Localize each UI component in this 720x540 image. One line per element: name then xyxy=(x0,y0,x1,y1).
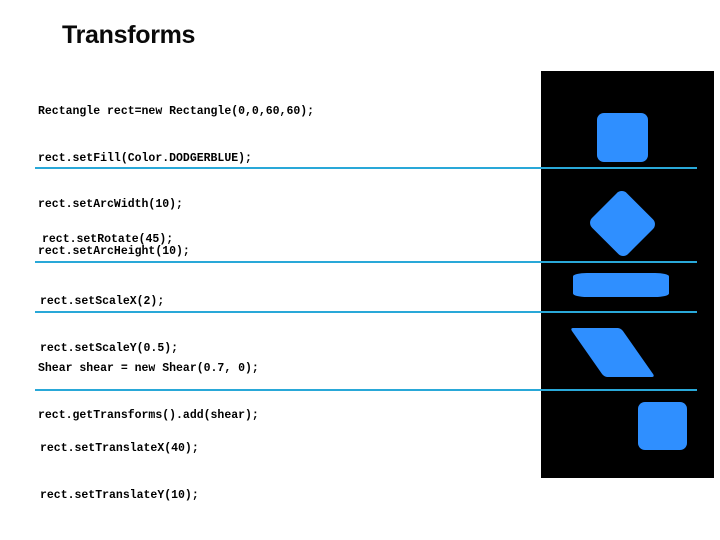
shape-scaled-rect xyxy=(573,273,669,297)
code-line: rect.setRotate(45); xyxy=(42,233,174,246)
shape-preview-panel xyxy=(541,71,714,478)
code-line: Shear shear = new Shear(0.7, 0); xyxy=(38,362,259,375)
code-block-base-rectangle: Rectangle rect=new Rectangle(0,0,60,60);… xyxy=(38,73,314,290)
code-line: rect.getTransforms().add(shear); xyxy=(38,408,259,422)
section-divider xyxy=(35,311,697,313)
shape-rounded-rect xyxy=(597,113,648,162)
code-line: rect.setArcHeight(10); xyxy=(38,244,190,258)
page-title: Transforms xyxy=(62,21,196,49)
section-divider xyxy=(35,261,697,263)
section-divider xyxy=(35,167,697,169)
code-block-shear: Shear shear = new Shear(0.7, 0); rect.ge… xyxy=(38,330,259,454)
code-line: rect.setFill(Color.DODGERBLUE); xyxy=(38,151,252,165)
code-line: rect.setScaleY(0.5); xyxy=(40,341,179,355)
code-block-rotate: rect.setRotate(45); xyxy=(42,201,173,279)
shape-rotated-rect xyxy=(587,188,658,259)
code-line: rect.setScaleX(2); xyxy=(40,295,165,308)
shape-translated-rect xyxy=(638,402,687,450)
shape-sheared-rect xyxy=(569,328,656,377)
code-block-scale: rect.setScaleX(2); rect.setScaleY(0.5); xyxy=(40,263,178,387)
code-line: rect.setTranslateX(40); xyxy=(40,442,199,455)
section-divider xyxy=(35,389,697,391)
code-line: rect.setTranslateY(10); xyxy=(40,488,199,502)
code-line: Rectangle rect=new Rectangle(0,0,60,60); xyxy=(38,105,315,118)
code-line: rect.setArcWidth(10); xyxy=(38,198,183,211)
code-block-translate: rect.setTranslateX(40); rect.setTranslat… xyxy=(40,410,199,534)
